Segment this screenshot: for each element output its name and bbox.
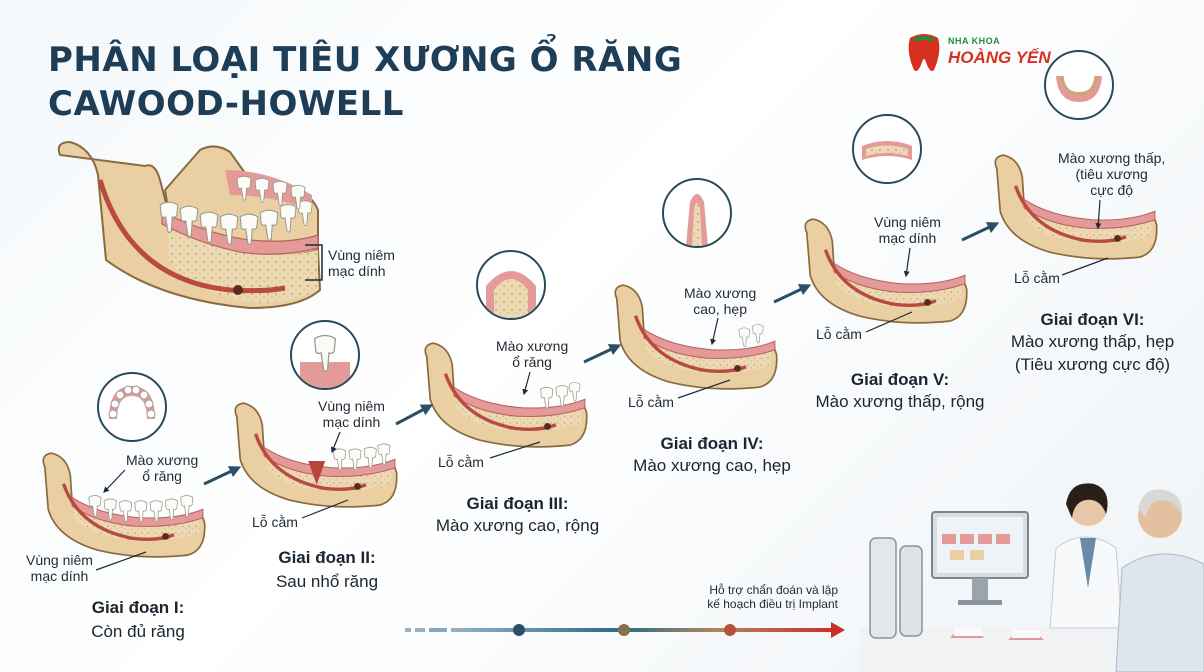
stage3-heading: Giai đoạn III:	[466, 494, 569, 513]
stage3-description: Mào xương cao, rộng	[435, 516, 600, 535]
stage5-detail-circle	[852, 114, 922, 184]
support-text: Hỗ trợ chẩn đoán và lập kế hoạch điều tr…	[707, 583, 838, 611]
main-mucosa-label: Vùng niêm mạc dính	[328, 247, 395, 279]
stage1-detail-circle	[97, 372, 167, 442]
stage1-mucosa-label: Vùng niêm mạc dính	[26, 552, 93, 584]
stage4-detail-circle	[662, 178, 732, 248]
stage3-detail-circle	[476, 250, 546, 320]
stage1-heading: Giai đoạn I:	[91, 598, 185, 617]
stage2-foramen-label: Lỗ cằm	[252, 514, 298, 530]
clinic-logo: NHA KHOA HOÀNG YẾN	[904, 30, 1054, 80]
stage2-description: Sau nhổ răng	[275, 572, 379, 591]
stage2-heading: Giai đoạn II:	[278, 548, 376, 567]
main-jaw-illustration	[50, 140, 325, 315]
stage1-description: Còn đủ răng	[91, 622, 185, 641]
stage3-ridge-label: Mào xương ổ răng	[496, 338, 569, 370]
tooth-logo-icon	[908, 34, 940, 71]
stage6-ridge-label: Mào xương thấp, (tiêu xương cực độ	[1058, 150, 1166, 198]
clinic-scene-illustration	[860, 478, 1204, 672]
stage2-mucosa-label: Vùng niêm mạc dính	[318, 398, 385, 430]
stage5-mucosa-label: Vùng niêm mạc dính	[874, 214, 941, 246]
stage4-heading: Giai đoạn IV:	[660, 434, 764, 453]
stage3-foramen-label: Lỗ cằm	[438, 454, 484, 470]
logo-line1: NHA KHOA	[948, 36, 1001, 46]
stage4-ridge-label: Mào xương cao, hẹp	[684, 285, 757, 317]
stage4-description: Mào xương cao, hẹp	[633, 456, 791, 475]
logo-line2: HOÀNG YẾN	[948, 48, 1051, 67]
stage2-jaw	[230, 390, 400, 520]
stage6-foramen-label: Lỗ cằm	[1014, 270, 1060, 286]
stage2-detail-circle	[290, 320, 360, 390]
stage6-description-line2: (Tiêu xương cực độ)	[1014, 355, 1171, 374]
stage5-description: Mào xương thấp, rộng	[815, 392, 985, 411]
page-title: PHÂN LOẠI TIÊU XƯƠNG Ổ RĂNG CAWOOD-HOWEL…	[48, 40, 683, 124]
stage5-foramen-label: Lỗ cằm	[816, 326, 862, 342]
stage4-foramen-label: Lỗ cằm	[628, 394, 674, 410]
stage6-heading: Giai đoạn VI:	[1040, 310, 1145, 329]
stage6-description-line1: Mào xương thấp, hẹp	[1010, 332, 1175, 351]
stage5-heading: Giai đoạn V:	[850, 370, 950, 389]
stage1-ridge-label: Mào xương ổ răng	[126, 452, 199, 484]
stage6-detail-circle	[1044, 50, 1114, 120]
progress-timeline	[405, 618, 845, 642]
